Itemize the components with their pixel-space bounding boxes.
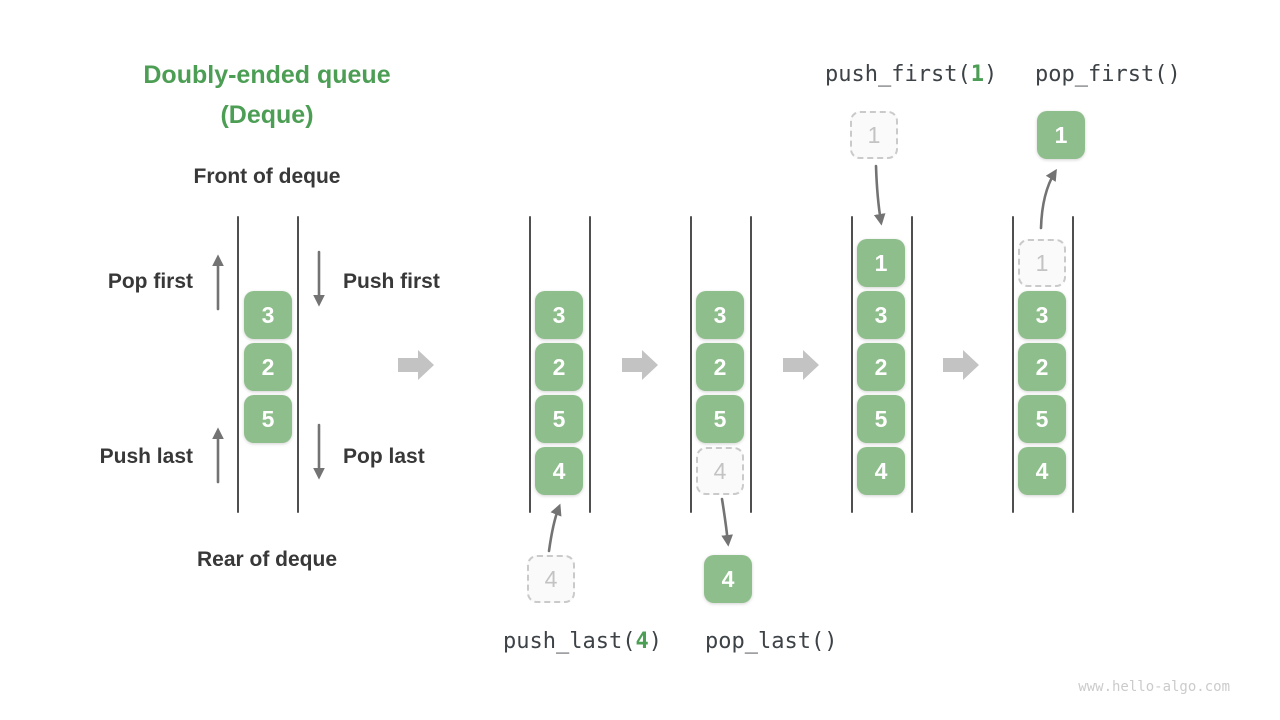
pop-first-caption-text: pop_first() [1035,62,1181,87]
left-figure-right-wall [297,216,299,513]
after-push-first-moving-element: 1 [850,111,898,159]
after-pop-first-right-wall [1072,216,1074,513]
queue-cell: 5 [857,395,905,443]
push-last-caption-suffix: ) [648,629,662,654]
push-last-caption-arg: 4 [635,629,649,654]
title-line1: Doubly-ended queue [143,61,391,89]
queue-cell: 1 [857,239,905,287]
after-push-last-left-wall [529,216,531,513]
queue-cell: 2 [857,343,905,391]
after-push-last-right-wall [589,216,591,513]
pop-first-flow-arrow [1039,168,1057,230]
after-pop-last-right-wall [750,216,752,513]
after-pop-first-moving-element: 1 [1037,111,1085,159]
queue-cell: 3 [696,291,744,339]
queue-cell: 2 [244,343,292,391]
push-last-caption: push_last(4) [503,628,662,655]
queue-cell: 3 [244,291,292,339]
queue-cell: 1 [1018,239,1066,287]
queue-cell: 2 [535,343,583,391]
after-push-first-right-wall [911,216,913,513]
queue-cell: 3 [535,291,583,339]
queue-cell: 5 [535,395,583,443]
rear-of-deque-label: Rear of deque [196,548,338,571]
pop-last-label: Pop last [343,445,425,468]
diagram-title: Doubly-ended queue (Deque) [87,55,447,135]
queue-cell: 2 [696,343,744,391]
queue-cell: 4 [857,447,905,495]
pop-last-caption-text: pop_last() [705,629,838,654]
after-pop-last-left-wall [690,216,692,513]
pop-last-flow-arrow [720,497,733,547]
queue-cell: 4 [696,447,744,495]
queue-cell: 5 [696,395,744,443]
queue-cell: 4 [1018,447,1066,495]
after-push-last-moving-element: 4 [527,555,575,603]
front-of-deque-label: Front of deque [193,165,341,188]
next-step-block-arrow [943,350,979,380]
push-last-flow-arrow [547,503,562,553]
next-step-block-arrow [622,350,658,380]
pop-first-caption: pop_first() [1035,61,1181,88]
left-figure-left-wall [237,216,239,513]
title-line2: (Deque) [220,101,314,129]
queue-cell: 5 [244,395,292,443]
queue-cell: 3 [1018,291,1066,339]
site-watermark: www.hello-algo.com [1078,679,1230,695]
push-last-caption-prefix: push_last( [503,629,636,654]
push-last-label: Push last [99,445,193,468]
next-step-block-arrow [783,350,819,380]
queue-cell: 5 [1018,395,1066,443]
after-push-first-left-wall [851,216,853,513]
pop-first-label: Pop first [107,270,193,293]
after-pop-first-left-wall [1012,216,1014,513]
after-pop-last-moving-element: 4 [704,555,752,603]
push-first-caption-prefix: push_first( [825,62,971,87]
pop-last-caption: pop_last() [705,628,837,655]
push-first-caption-suffix: ) [983,62,998,87]
queue-cell: 4 [535,447,583,495]
push-first-caption: push_first(1) [825,61,997,88]
push-first-caption-arg: 1 [970,62,984,87]
push-first-flow-arrow [873,164,886,226]
queue-cell: 2 [1018,343,1066,391]
push-first-label: Push first [343,270,440,293]
next-step-block-arrow [398,350,434,380]
queue-cell: 3 [857,291,905,339]
